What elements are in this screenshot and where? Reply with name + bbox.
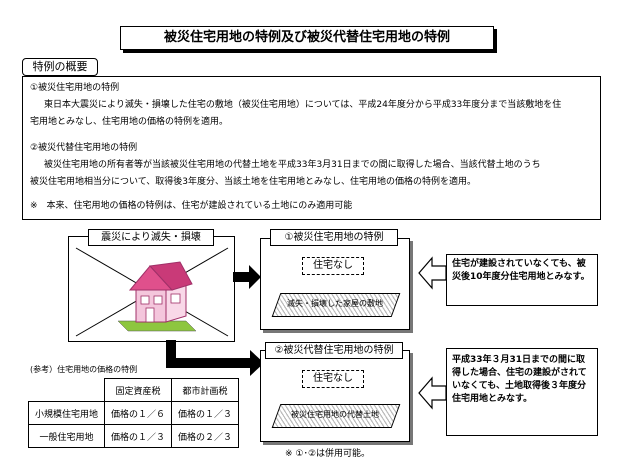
overview-tab: 特例の概要 [22,58,98,76]
item1-heading: ①被災住宅用地の特例 [30,83,120,93]
arrow-left-2 [418,376,447,410]
table-header-row: 固定資産税 都市計画税 [29,378,240,402]
page-title: 被災住宅用地の特例及び被災代替住宅用地の特例 [120,26,494,50]
item1-line2: 宅用地とみなし、住宅用地の価格の特例を適用。 [30,117,229,127]
arrow-right-1 [233,265,261,289]
table-cell: 小規模住宅用地 [27,401,106,425]
item2-line2: 被災住宅用地相当分について、取得後3年度分、当該土地を住宅用地とみなし、住宅用地… [30,177,477,187]
special1-land-label: 滅失・損壊した家屋の敷地 [287,299,383,308]
table-header-cell [29,379,105,402]
special2-no-house: 住宅なし [302,370,364,388]
special1-note-box [446,254,598,306]
table-cell: 価格の１／３ [104,424,173,448]
table-cell: 価格の１／３ [171,401,240,425]
special1-note: 住宅が建設されていなくても、被災後10年度分住宅用地とみなす。 [452,259,590,282]
table-header-cell: 固定資産税 [104,378,173,402]
special2-land-label: 被災住宅用地の代替土地 [291,410,379,419]
special2-panel [260,350,410,442]
table-cell: 一般住宅用地 [27,424,106,448]
reference-table: 固定資産税 都市計画税 小規模住宅用地 価格の１／６ 価格の１／３ 一般住宅用地… [27,378,240,448]
special1-label: ①被災住宅用地の特例 [270,229,398,246]
special2-note-box [446,348,598,436]
table-row: 小規模住宅用地 価格の１／６ 価格の１／３ [27,401,240,425]
arrow-right-2 [166,340,264,376]
item2-heading: ②被災代替住宅用地の特例 [30,143,138,153]
reference-caption: (参考）住宅用地の価格の特例 [30,365,138,374]
item1-line1: 東日本大震災により滅失・損壊した住宅の敷地（被災住宅用地）については、平成24年… [44,100,562,110]
quake-illustration [75,247,229,337]
item2-line1: 被災住宅用地の所有者等が当該被災住宅用地の代替土地を平成33年3月31日までの間… [44,160,541,170]
overview-box [22,76,601,220]
table-header-cell: 都市計画税 [171,378,240,402]
table-cell: 価格の１／６ [104,401,173,425]
combined-note: ※ ①･②は併用可能。 [285,449,371,459]
special2-note: 平成33年３月31日までの間に取得した場合、住宅の建設がされていなくても、土地取… [452,355,587,404]
table-row: 一般住宅用地 価格の１／３ 価格の２／３ [27,424,240,448]
table-cell: 価格の２／３ [171,424,240,448]
special1-no-house: 住宅なし [302,257,364,275]
quake-label: 震災により滅失・損壊 [88,229,214,246]
special2-label: ②被災代替住宅用地の特例 [265,342,403,359]
applicability-note: ※ 本来、住宅用地の価格の特例は、住宅が建設されている土地にのみ適用可能 [30,201,353,211]
arrow-left-1 [418,256,447,290]
